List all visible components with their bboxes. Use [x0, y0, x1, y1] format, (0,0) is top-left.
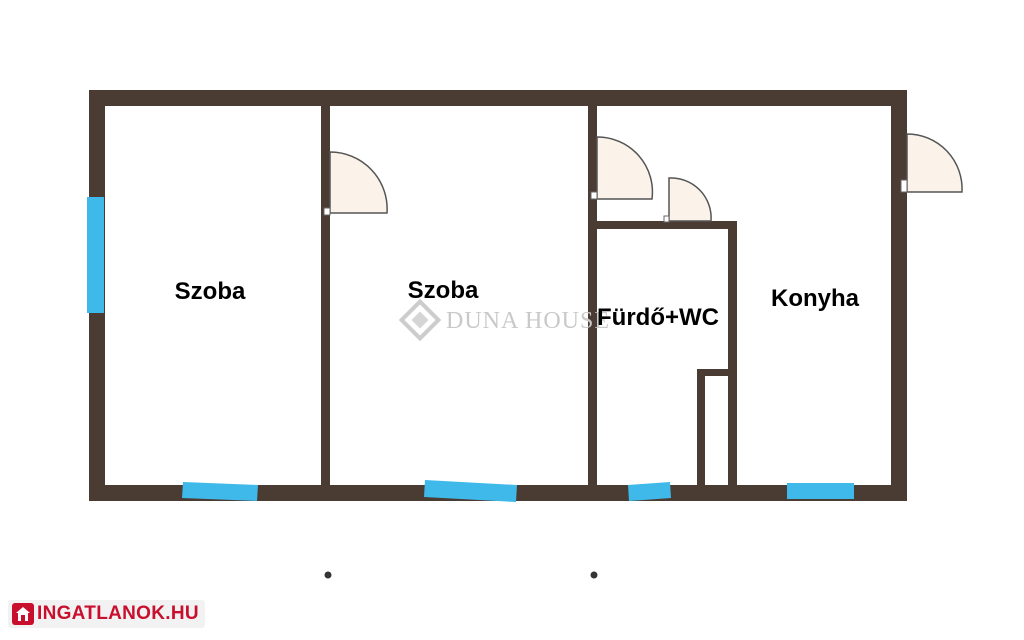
wall-wc-top — [697, 369, 728, 376]
wall-wc-left — [697, 369, 705, 485]
window-bottom-3 — [628, 482, 671, 501]
wall-bath-right — [728, 221, 737, 485]
room-label-konyha: Konyha — [771, 285, 860, 312]
logo-text: INGATLANOK.HU — [37, 603, 199, 624]
watermark-text: DUNA HOUSE — [446, 308, 610, 334]
room-label-furdo-wc: Fürdő+WC — [597, 304, 719, 331]
wall-top — [89, 90, 907, 106]
duna-house-logo-icon — [398, 298, 442, 342]
room-label-szoba-1: Szoba — [175, 278, 246, 305]
wall-right — [891, 90, 907, 501]
walls — [89, 90, 907, 501]
window-bottom-2 — [424, 480, 517, 502]
window-bottom-1 — [182, 482, 258, 501]
marker-dot — [324, 571, 332, 579]
window-left — [87, 197, 104, 313]
wall-interior-1 — [321, 106, 330, 485]
ingatlanok-house-icon — [12, 603, 34, 625]
door-jambs — [323, 179, 908, 223]
marker-dot — [590, 571, 598, 579]
door-swing-1 — [329, 151, 388, 214]
ingatlanok-logo: INGATLANOK.HU — [8, 600, 205, 628]
door-swing-2 — [596, 136, 654, 200]
wall-bath-top — [597, 221, 737, 229]
door-jamb — [900, 179, 908, 193]
door-swing-4 — [906, 133, 963, 193]
door-jamb — [323, 207, 331, 216]
door-jamb — [663, 215, 670, 223]
windows — [87, 197, 854, 502]
door-swing-3 — [668, 177, 712, 222]
doors — [329, 133, 963, 222]
wall-interior-2 — [588, 106, 597, 485]
window-bottom-4 — [787, 483, 854, 499]
door-jamb — [590, 191, 598, 200]
room-label-szoba-2: Szoba — [408, 277, 479, 304]
watermark: DUNA HOUSE — [398, 298, 610, 342]
